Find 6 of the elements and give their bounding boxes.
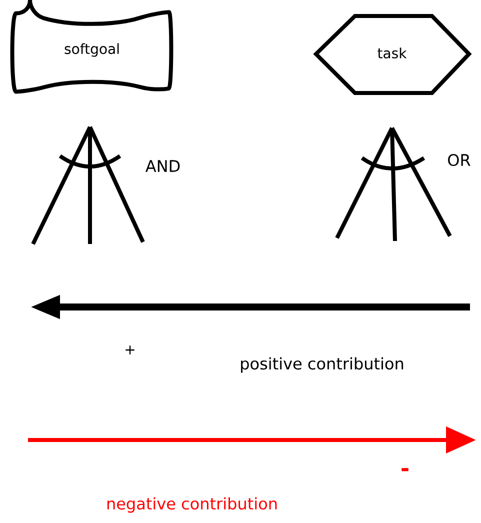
label: OR <box>448 154 470 166</box>
label: AND <box>146 160 180 172</box>
minus-sign: - <box>402 468 408 472</box>
label: positive contribution <box>241 357 404 373</box>
plus-sign: + <box>126 346 134 354</box>
label: negative contribution <box>107 497 277 513</box>
